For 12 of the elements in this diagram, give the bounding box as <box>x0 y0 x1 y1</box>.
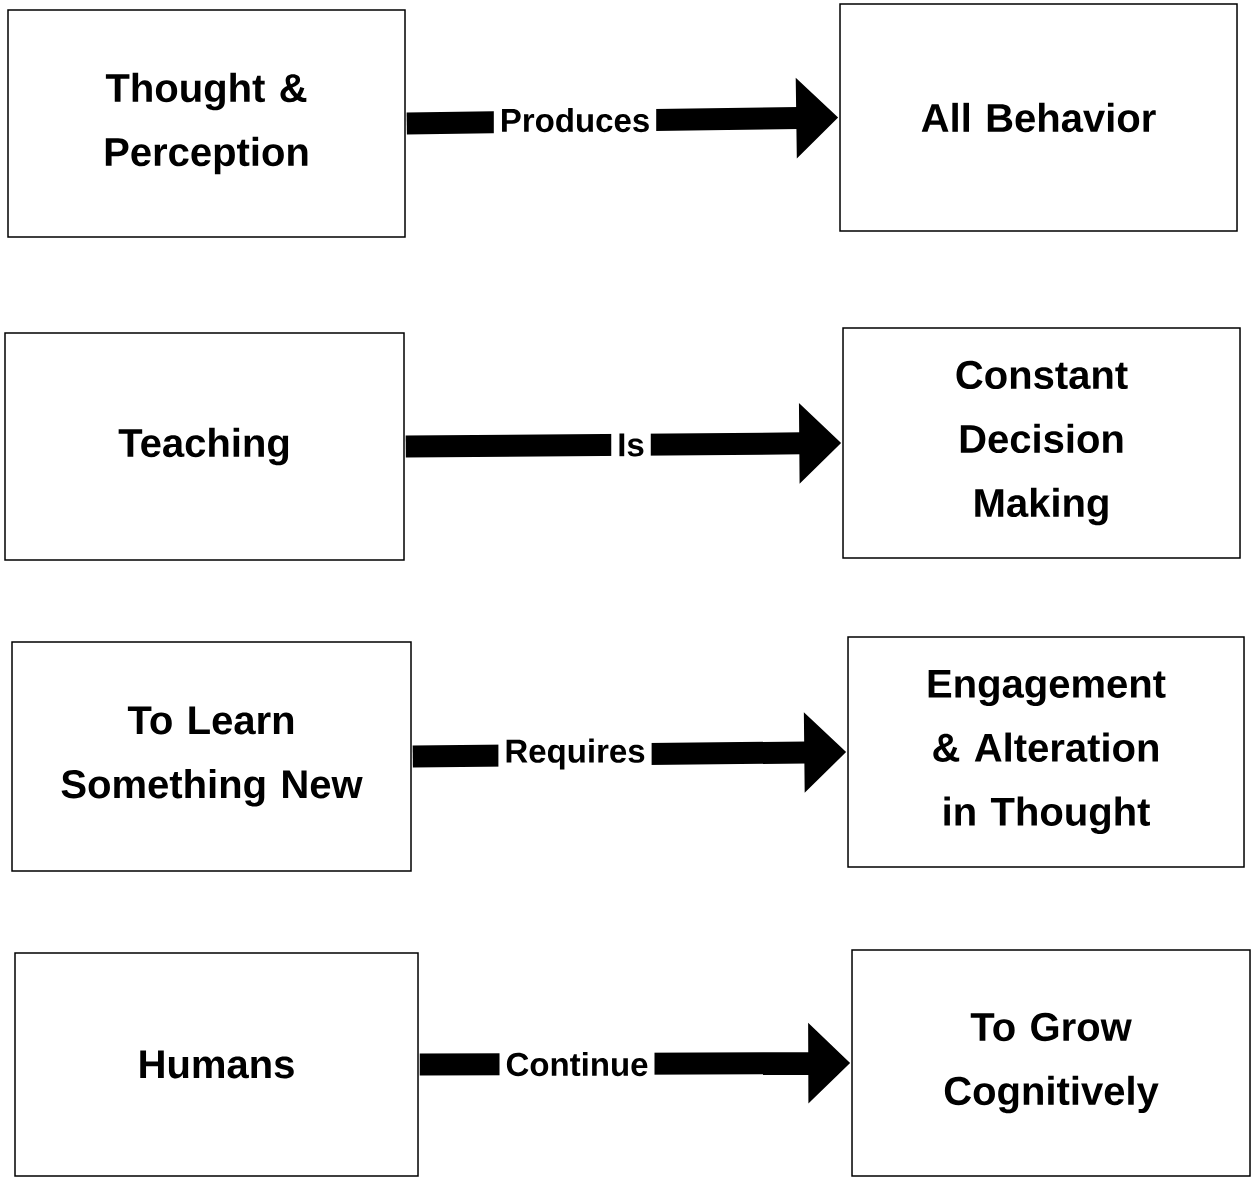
concept-box: Constant Decision Making <box>842 327 1241 559</box>
concept-box: To Grow Cognitively <box>851 949 1251 1177</box>
edge-label: Produces <box>493 101 657 139</box>
concept-box: Thought & Perception <box>7 9 406 238</box>
concept-box: Teaching <box>4 332 405 561</box>
concept-box: Humans <box>14 952 419 1177</box>
concept-box: To Learn Something New <box>11 641 412 872</box>
edge-label: Is <box>611 427 651 463</box>
concept-box: Engagement & Alteration in Thought <box>847 636 1245 868</box>
edge-label: Requires <box>498 732 652 776</box>
concept-box: All Behavior <box>839 3 1238 232</box>
edge-label: Continue <box>499 1045 655 1083</box>
